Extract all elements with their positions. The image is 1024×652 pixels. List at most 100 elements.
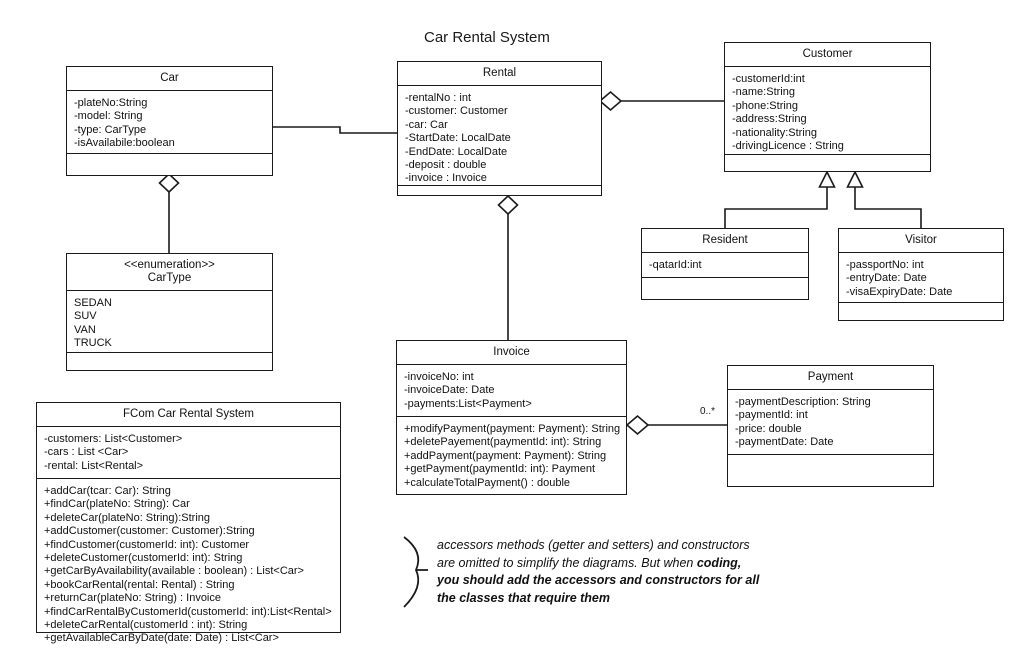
note-line-4-emphasis: the classes that require them: [437, 590, 610, 605]
attribute: -customer: Customer: [405, 105, 508, 118]
attribute: -drivingLicence : String: [732, 140, 844, 153]
note-line-4: the classes that require them: [437, 590, 867, 608]
attribute: -invoiceNo: int: [404, 371, 474, 383]
class-name-system: FCom Car Rental System: [37, 403, 340, 427]
class-box-customer[interactable]: Customer -customerId:int -name:String -p…: [724, 42, 931, 172]
class-name-cartype: <<enumeration>>CarType: [67, 254, 272, 291]
attribute: -customers: List<Customer>: [44, 433, 183, 445]
methods-invoice: +modifyPayment(payment: Payment): String…: [397, 417, 626, 496]
class-name-invoice: Invoice: [397, 341, 626, 365]
attribute: -model: String: [74, 110, 143, 123]
class-box-payment[interactable]: Payment -paymentDescription: String -pay…: [727, 365, 934, 487]
diagram-title: Car Rental System: [424, 29, 550, 46]
method: +getAvailableCarByDate(date: Date) : Lis…: [44, 632, 279, 645]
class-box-resident[interactable]: Resident -qatarId:int: [641, 228, 809, 300]
attribute: -paymentId: int: [735, 409, 808, 422]
attributes-invoice: -invoiceNo: int -invoiceDate: Date -paym…: [397, 365, 626, 417]
methods-car: [67, 154, 272, 175]
attribute: -customerId:int: [732, 73, 805, 85]
method: +deleteCar(plateNo: String):String: [44, 511, 210, 524]
attribute: -rental: List<Rental>: [44, 459, 144, 472]
class-box-car[interactable]: Car -plateNo:String -model: String -type…: [66, 66, 273, 176]
note-line-3: you should add the accessors and constru…: [437, 572, 867, 590]
enum-literal: SEDAN: [74, 297, 112, 309]
triangle-visitor-inheritance: [846, 170, 864, 188]
method: +getPayment(paymentId: int): Payment: [404, 463, 596, 476]
attribute: -rentalNo : int: [405, 92, 472, 104]
attributes-resident: -qatarId:int: [642, 253, 808, 278]
enum-literal: VAN: [74, 323, 96, 336]
method: +modifyPayment(payment: Payment): String: [404, 423, 621, 435]
method: +returnCar(plateNo: String) : Invoice: [44, 592, 221, 605]
diagram-note: accessors methods (getter and setters) a…: [437, 537, 867, 607]
note-line-2: are omitted to simplify the diagrams. Bu…: [437, 555, 867, 573]
attribute: -payments:List<Payment>: [404, 397, 532, 410]
attribute: -paymentDescription: String: [735, 396, 871, 408]
note-line-1: accessors methods (getter and setters) a…: [437, 538, 750, 552]
attribute: -name:String: [732, 86, 795, 99]
attributes-car: -plateNo:String -model: String -type: Ca…: [67, 91, 272, 154]
attribute: -phone:String: [732, 99, 799, 112]
diamond-rental-customer: [598, 90, 623, 112]
attribute: -StartDate: LocalDate: [405, 132, 511, 145]
method: +deletePayement(paymentId: int): String: [404, 436, 602, 449]
method: +calculateTotalPayment() : double: [404, 476, 571, 489]
class-box-system[interactable]: FCom Car Rental System -customers: List<…: [36, 402, 341, 644]
class-name-visitor: Visitor: [839, 229, 1003, 253]
diamond-rental-invoice: [497, 194, 519, 216]
gen-resident-customer: [724, 187, 828, 228]
triangle-resident-inheritance: [818, 170, 836, 188]
attribute: -plateNo:String: [74, 97, 148, 109]
class-name-car: Car: [67, 67, 272, 91]
attribute: -invoiceDate: Date: [404, 384, 495, 397]
attributes-visitor: -passportNo: int -entryDate: Date -visaE…: [839, 253, 1003, 303]
attribute: -visaExpiryDate: Date: [846, 285, 953, 298]
class-box-cartype[interactable]: <<enumeration>>CarType SEDAN SUV VAN TRU…: [66, 253, 273, 371]
class-name-rental: Rental: [398, 62, 601, 86]
method: +deleteCustomer(customerId: int): String: [44, 552, 243, 565]
methods-customer: [725, 155, 930, 171]
class-box-visitor[interactable]: Visitor -passportNo: int -entryDate: Dat…: [838, 228, 1004, 321]
attribute: -EndDate: LocalDate: [405, 145, 508, 158]
enum-name-label: CarType: [147, 272, 192, 284]
method: +bookCarRental(rental: Rental) : String: [44, 578, 235, 591]
diamond-car-cartype: [158, 172, 180, 194]
methods-payment: [728, 455, 933, 486]
method: +deleteCarRental(customerId : int): Stri…: [44, 619, 248, 632]
class-name-payment: Payment: [728, 366, 933, 390]
attribute: -entryDate: Date: [846, 272, 927, 285]
method: +getCarByAvailability(available : boolea…: [44, 565, 304, 578]
note-line-2-emphasis: coding,: [696, 555, 742, 570]
attribute: -nationality:String: [732, 126, 817, 139]
method: +findCustomer(customerId: int): Customer: [44, 538, 250, 551]
note-line-3-emphasis: you should add the accessors and constru…: [437, 573, 760, 587]
attribute: -address:String: [732, 113, 807, 126]
class-box-invoice[interactable]: Invoice -invoiceNo: int -invoiceDate: Da…: [396, 340, 627, 495]
enum-literal: SUV: [74, 310, 97, 323]
methods-cartype: [67, 353, 272, 370]
method: +addCar(tcar: Car): String: [44, 485, 171, 497]
assoc-car-rental: [273, 126, 400, 134]
attributes-system: -customers: List<Customer> -cars : List …: [37, 427, 340, 479]
attributes-payment: -paymentDescription: String -paymentId: …: [728, 390, 933, 455]
attribute: -isAvailabile:boolean: [74, 137, 175, 150]
attribute: -deposit : double: [405, 159, 487, 172]
attribute: -invoice : Invoice: [405, 172, 487, 185]
method: +findCarRentalByCustomerId(customerId: i…: [44, 605, 332, 618]
attributes-rental: -rentalNo : int -customer: Customer -car…: [398, 86, 601, 186]
class-box-rental[interactable]: Rental -rentalNo : int -customer: Custom…: [397, 61, 602, 196]
methods-rental: [398, 186, 601, 198]
attribute: -cars : List <Car>: [44, 446, 129, 459]
gen-visitor-customer: [854, 187, 922, 228]
attribute: -qatarId:int: [649, 259, 702, 271]
diamond-invoice-payment: [625, 414, 650, 436]
class-name-resident: Resident: [642, 229, 808, 253]
method: +findCar(plateNo: String): Car: [44, 498, 190, 511]
stereotype-label: <<enumeration>>: [124, 259, 215, 271]
methods-resident: [642, 278, 808, 299]
attribute: -price: double: [735, 422, 802, 435]
note-brace: [403, 536, 428, 608]
method: +addPayment(payment: Payment): String: [404, 449, 607, 462]
class-name-customer: Customer: [725, 43, 930, 67]
